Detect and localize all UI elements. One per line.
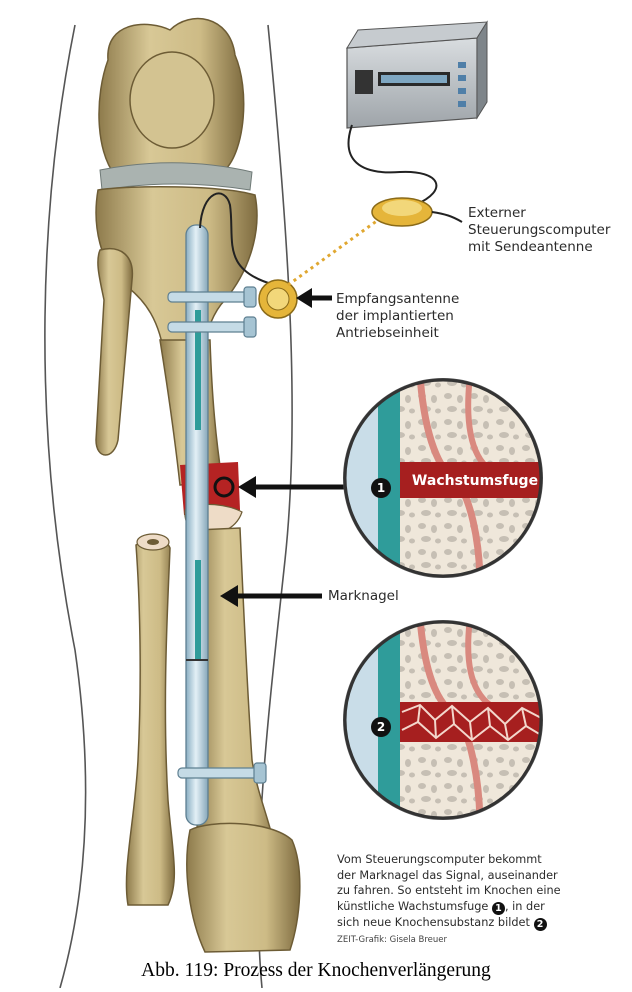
nail-teal-strip-lower <box>195 560 201 660</box>
receiver-antenna-label: Empfangsantenne der implantierten Antrie… <box>336 291 459 342</box>
receiver-label-line: Empfangsantenne <box>336 291 459 308</box>
marker-2-circle: 2 <box>377 720 385 734</box>
marker-1-circle: 1 <box>377 481 385 495</box>
fibula-lower <box>126 539 174 905</box>
signal-line <box>288 215 385 285</box>
external-label-line: Steuerungscomputer <box>468 222 610 239</box>
external-computer-label: Externer Steuerungscomputer mit Sendeant… <box>468 205 610 256</box>
patella <box>130 52 214 148</box>
tibia-distal <box>187 823 300 952</box>
growth-zone-label: Wachstumsfuge <box>412 473 538 489</box>
receiver-label-line: der implantierten <box>336 308 459 325</box>
description-segment: sich neue Knochensubstanz bildet <box>337 916 530 929</box>
graphic-credit: ZEIT-Grafik: Gisela Breuer <box>337 935 447 945</box>
description-segment: künstliche Wachstumsfuge <box>337 900 488 913</box>
inline-marker-1: 1 <box>492 902 505 915</box>
external-label-line: Externer <box>468 205 610 222</box>
nail-label: Marknagel <box>328 588 399 605</box>
description-segment: , in der <box>505 900 545 913</box>
inline-marker-2: 2 <box>534 918 547 931</box>
control-computer <box>347 22 487 128</box>
description-line: sich neue Knochensubstanz bildet 2 <box>337 915 561 931</box>
leg-outline-left <box>45 25 86 988</box>
fibula-upper <box>96 249 132 455</box>
description-line: künstliche Wachstumsfuge 1, in der <box>337 899 561 915</box>
receiver-label-line: Antriebseinheit <box>336 325 459 342</box>
figure-caption: Abb. 119: Prozess der Knochenverlängerun… <box>0 960 632 982</box>
description-line: zu fahren. So entsteht im Knochen eine <box>337 883 561 899</box>
external-label-line: mit Sendeantenne <box>468 239 610 256</box>
magnifier-new-bone <box>340 618 550 828</box>
external-cable <box>349 125 437 205</box>
description-text: Vom Steuerungscomputer bekommt der Markn… <box>337 852 561 931</box>
description-line: der Marknagel das Signal, auseinander <box>337 868 561 884</box>
meniscus <box>100 163 252 190</box>
description-line: Vom Steuerungscomputer bekommt <box>337 852 561 868</box>
